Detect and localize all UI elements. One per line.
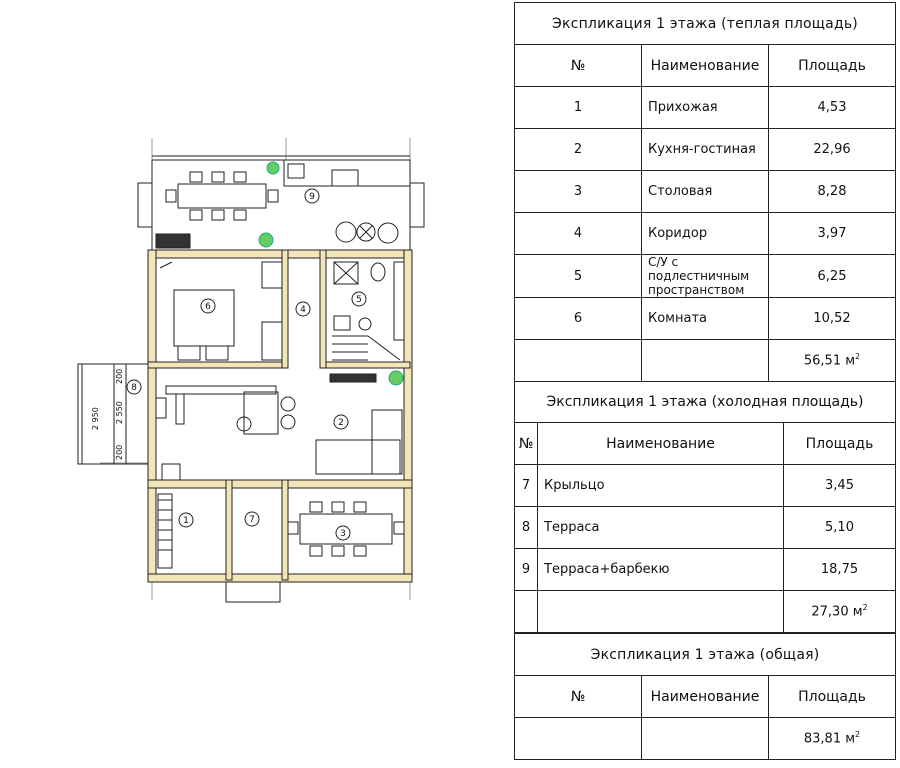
total-unit-sup: 2 [855,730,861,740]
col-header-area: Площадь [768,675,896,718]
dim-200-bottom: 200 [115,445,124,460]
cell-num: 7 [514,464,538,507]
cell-name: Кухня-гостиная [641,128,769,171]
table-total-row: 56,51 м2 [514,339,896,382]
cell-num: 9 [514,548,538,591]
table-row: 6 Комната 10,52 [514,297,896,340]
dim-2550: 2 550 [115,401,124,424]
room-labels: 1 2 3 4 5 6 7 8 9 [126,188,367,541]
cell-num: 8 [514,506,538,549]
col-header-area: Площадь [783,422,896,465]
table-row: 1 Прихожая 4,53 [514,86,896,129]
dim-200-top: 200 [115,369,124,384]
cell-area: 10,52 [768,297,896,340]
cell-name: Терраса [537,506,784,549]
cell-name: Терраса+барбекю [537,548,784,591]
terrace-8 [77,363,149,465]
total-value: 27,30 м [811,604,863,620]
bathroom-5 [329,261,405,383]
cell-area: 5,10 [783,506,896,549]
axis-lines [100,138,411,600]
cell-area: 22,96 [768,128,896,171]
cell-num: 6 [514,297,642,340]
room-label-4: 4 [300,305,306,315]
room-label-8: 8 [131,383,137,393]
plant-icon [258,232,274,248]
table-total-area: Экспликация 1 этажа (общая) № Наименован… [514,633,896,760]
room-label-1: 1 [183,516,189,526]
room-label-5: 5 [356,295,362,305]
room-label-2: 2 [338,418,344,428]
table-title: Экспликация 1 этажа (общая) [514,633,896,676]
col-header-name: Наименование [641,44,769,87]
walls [147,249,413,583]
room-label-9: 9 [309,192,315,202]
cell-area: 3,45 [783,464,896,507]
cell-area: 3,97 [768,212,896,255]
table-row: 3 Столовая 8,28 [514,170,896,213]
total-area: 27,30 м2 [783,590,896,633]
table-row: 4 Коридор 3,97 [514,212,896,255]
room-label-6: 6 [205,302,211,312]
cell-num: 3 [514,170,642,213]
table-title: Экспликация 1 этажа (теплая площадь) [514,2,896,45]
col-header-name: Наименование [537,422,784,465]
cell-area: 8,28 [768,170,896,213]
floor-plan: 1 2 3 4 5 6 7 8 9 2 950 2 550 200 200 [77,138,425,603]
dim-2950: 2 950 [91,407,100,430]
plant-icon [388,370,404,386]
stairs [332,335,401,361]
table-total-row: 83,81 м2 [514,717,896,760]
lower-rooms [157,463,405,603]
table-row: 5 С/У с подлестничным пространством 6,25 [514,254,896,298]
cell-name: Коридор [641,212,769,255]
total-area: 83,81 м2 [768,717,896,760]
cell-num: 5 [514,254,642,298]
cell-area: 18,75 [783,548,896,591]
explication-tables: Экспликация 1 этажа (теплая площадь) № Н… [514,2,896,760]
plant-icon [266,161,280,175]
col-header-num: № [514,675,642,718]
cell-name: Столовая [641,170,769,213]
col-header-num: № [514,422,538,465]
total-unit-sup: 2 [862,603,868,613]
table-row: 2 Кухня-гостиная 22,96 [514,128,896,171]
bedroom-6 [159,261,283,361]
table-row: 9 Терраса+барбекю 18,75 [514,548,896,591]
cell-name: Комната [641,297,769,340]
cell-num: 1 [514,86,642,129]
cell-name-text: С/У с подлестничным пространством [648,255,750,297]
total-value: 83,81 м [803,731,856,747]
chairs-terrace [165,171,279,221]
col-header-area: Площадь [768,44,896,87]
cell-name: С/У с подлестничным пространством [641,254,769,298]
cell-name: Прихожая [641,86,769,129]
cell-num: 2 [514,128,642,171]
room-label-3: 3 [340,529,346,539]
cell-num: 4 [514,212,642,255]
cell-area: 4,53 [768,86,896,129]
table-row: 7 Крыльцо 3,45 [514,464,896,507]
room-label-7: 7 [249,515,255,525]
total-value: 56,51 м [803,353,856,369]
kitchen-living-2 [155,385,403,475]
table-warm-area: Экспликация 1 этажа (теплая площадь) № Н… [514,2,896,382]
table-cold-area: № Наименование Площадь 7 Крыльцо 3,45 8 … [514,422,896,633]
table-title: Экспликация 1 этажа (холодная площадь) [514,382,896,422]
table-total-row: 27,30 м2 [514,590,896,633]
table-row: 8 Терраса 5,10 [514,506,896,549]
cell-name: Крыльцо [537,464,784,507]
dimension-labels: 2 950 2 550 200 200 [91,369,124,460]
col-header-name: Наименование [641,675,769,718]
total-unit-sup: 2 [855,352,861,362]
terrace-9 [137,155,425,251]
total-area: 56,51 м2 [768,339,896,382]
cell-area: 6,25 [768,254,896,298]
col-header-num: № [514,44,642,87]
